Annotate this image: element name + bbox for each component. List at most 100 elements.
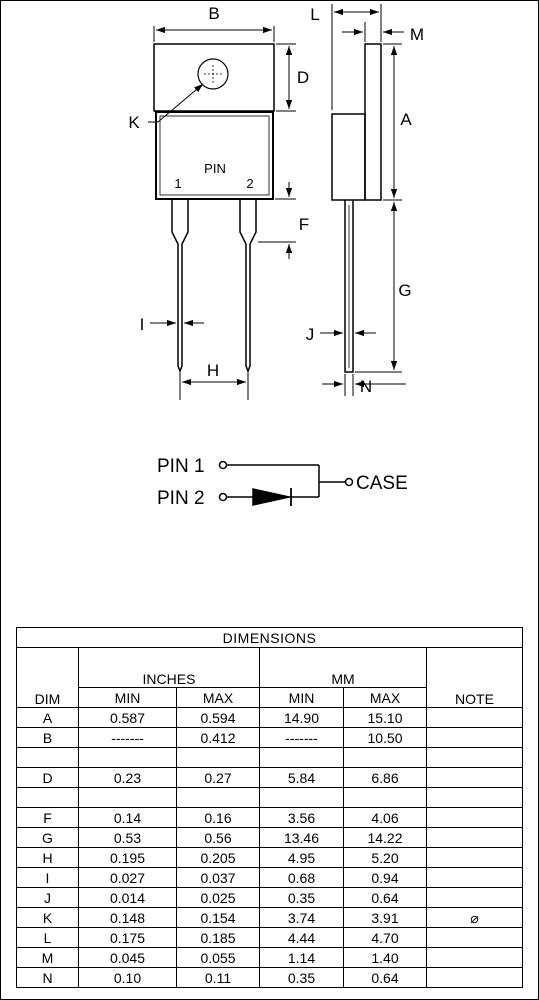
side-body bbox=[331, 113, 366, 201]
note-cell bbox=[426, 787, 523, 808]
pin-1-terminal bbox=[218, 460, 228, 470]
label-b: B bbox=[208, 4, 219, 23]
mm-max-cell bbox=[343, 787, 427, 808]
mm-header: MM bbox=[259, 647, 427, 688]
note-cell bbox=[426, 827, 523, 848]
mm-max-cell: 15.10 bbox=[343, 707, 427, 728]
dim-cell: L bbox=[16, 927, 79, 948]
mm-min-cell: 4.95 bbox=[259, 847, 344, 868]
inch-max-cell: 0.037 bbox=[176, 867, 260, 888]
dim-cell: D bbox=[16, 767, 79, 788]
mm-max-cell bbox=[343, 747, 427, 768]
table-row: K 0.148 0.154 3.74 3.91 ⌀ bbox=[16, 907, 523, 928]
table-row: L 0.175 0.185 4.44 4.70 bbox=[16, 927, 523, 948]
inch-max-cell: 0.56 bbox=[176, 827, 260, 848]
inch-max-cell bbox=[176, 747, 260, 768]
front-view-dimensions bbox=[148, 26, 296, 400]
inch-max-cell bbox=[176, 787, 260, 808]
note-cell bbox=[426, 807, 523, 828]
pin-2-number: 2 bbox=[246, 176, 253, 191]
pin-2-terminal bbox=[218, 492, 228, 502]
dim-cell: B bbox=[16, 727, 79, 748]
inch-min-cell: 0.23 bbox=[78, 767, 177, 788]
mm-min-cell: 3.56 bbox=[259, 807, 344, 828]
inch-max-cell: 0.154 bbox=[176, 907, 260, 928]
mm-max-cell: 0.94 bbox=[343, 867, 427, 888]
dim-cell: K bbox=[16, 907, 79, 928]
table-row: H 0.195 0.205 4.95 5.20 bbox=[16, 847, 523, 868]
mm-min-cell: 14.90 bbox=[259, 707, 344, 728]
note-cell bbox=[426, 847, 523, 868]
label-k: K bbox=[128, 113, 140, 132]
label-g: G bbox=[398, 281, 411, 300]
schematic-pin-2-label: PIN 2 bbox=[157, 488, 205, 509]
table-row: D 0.23 0.27 5.84 6.86 bbox=[16, 767, 523, 788]
mounting-hole bbox=[197, 58, 229, 90]
label-j: J bbox=[306, 325, 315, 344]
mm-min-cell: ------- bbox=[259, 727, 344, 748]
mm-max-cell: 4.70 bbox=[343, 927, 427, 948]
inch-min-cell bbox=[78, 787, 177, 808]
dim-cell: A bbox=[16, 707, 79, 728]
mm-min-cell: 13.46 bbox=[259, 827, 344, 848]
mm-max-cell: 14.22 bbox=[343, 827, 427, 848]
schematic-case-label: CASE bbox=[356, 473, 408, 494]
note-cell bbox=[426, 967, 523, 988]
pin-1-number: 1 bbox=[174, 176, 181, 191]
mounting-tab bbox=[153, 43, 275, 112]
dim-cell bbox=[16, 787, 79, 808]
inches-min-header: MIN bbox=[78, 687, 177, 708]
table-row: N 0.10 0.11 0.35 0.64 bbox=[16, 967, 523, 988]
label-i: I bbox=[140, 315, 145, 334]
inch-max-cell: 0.205 bbox=[176, 847, 260, 868]
label-n: N bbox=[360, 377, 372, 396]
mm-max-cell: 6.86 bbox=[343, 767, 427, 788]
inch-min-cell: 0.195 bbox=[78, 847, 177, 868]
mm-min-cell: 0.35 bbox=[259, 887, 344, 908]
inch-max-cell: 0.16 bbox=[176, 807, 260, 828]
inch-max-cell: 0.185 bbox=[176, 927, 260, 948]
dim-cell: H bbox=[16, 847, 79, 868]
mm-max-header: MAX bbox=[343, 687, 427, 708]
mm-min-cell: 5.84 bbox=[259, 767, 344, 788]
case-terminal bbox=[344, 477, 354, 487]
inch-min-cell: 0.014 bbox=[78, 887, 177, 908]
label-d: D bbox=[297, 68, 309, 87]
note-cell bbox=[426, 727, 523, 748]
note-cell bbox=[426, 747, 523, 768]
table-title: DIMENSIONS bbox=[16, 627, 523, 648]
mm-min-cell: 1.14 bbox=[259, 947, 344, 968]
mm-min-cell: 3.74 bbox=[259, 907, 344, 928]
table-row-empty bbox=[16, 787, 523, 808]
inch-min-cell: 0.175 bbox=[78, 927, 177, 948]
table-row: I 0.027 0.037 0.68 0.94 bbox=[16, 867, 523, 888]
dim-cell: J bbox=[16, 887, 79, 908]
inch-min-cell: 0.587 bbox=[78, 707, 177, 728]
table-row: F 0.14 0.16 3.56 4.06 bbox=[16, 807, 523, 828]
inch-min-cell: 0.027 bbox=[78, 867, 177, 888]
side-view bbox=[331, 43, 382, 373]
mm-max-cell: 4.06 bbox=[343, 807, 427, 828]
inch-min-cell: 0.53 bbox=[78, 827, 177, 848]
note-cell bbox=[426, 887, 523, 908]
mm-max-cell: 10.50 bbox=[343, 727, 427, 748]
table-row: G 0.53 0.56 13.46 14.22 bbox=[16, 827, 523, 848]
front-view bbox=[153, 43, 275, 374]
inch-min-cell: 0.14 bbox=[78, 807, 177, 828]
side-tab bbox=[364, 43, 382, 201]
dim-cell: F bbox=[16, 807, 79, 828]
side-view-dimensions bbox=[320, 4, 406, 396]
dim-cell: N bbox=[16, 967, 79, 988]
label-f: F bbox=[299, 215, 309, 234]
note-header: NOTE bbox=[426, 647, 523, 708]
mm-max-cell: 5.20 bbox=[343, 847, 427, 868]
note-cell bbox=[426, 767, 523, 788]
package-body bbox=[155, 111, 274, 200]
lead-1 bbox=[171, 199, 189, 374]
mm-max-cell: 3.91 bbox=[343, 907, 427, 928]
schematic bbox=[218, 460, 354, 506]
mm-max-cell: 0.64 bbox=[343, 967, 427, 988]
note-cell bbox=[426, 707, 523, 728]
dim-cell: I bbox=[16, 867, 79, 888]
lead-2 bbox=[239, 199, 257, 374]
